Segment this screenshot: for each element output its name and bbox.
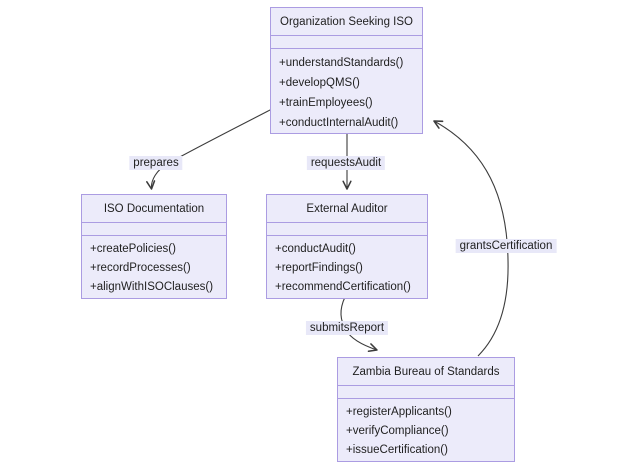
class-box-zambia-bureau-of-standards: Zambia Bureau of Standards +registerAppl… <box>337 357 515 462</box>
class-method: +createPolicies() <box>90 243 176 255</box>
class-method: +issueCertification() <box>346 444 448 456</box>
edge-label-submits-report: submitsReport <box>305 321 389 335</box>
class-box-iso-documentation: ISO Documentation +createPolicies() +rec… <box>81 194 227 299</box>
class-method: +registerApplicants() <box>346 406 452 418</box>
class-method: +trainEmployees() <box>279 97 373 109</box>
class-box-organization-seeking-iso: Organization Seeking ISO +understandStan… <box>270 7 423 134</box>
edge-prepares-arrow <box>146 108 273 190</box>
class-method: +conductInternalAudit() <box>279 117 399 129</box>
class-method: +recommendCertification() <box>275 281 411 293</box>
class-title: Organization Seeking ISO <box>271 8 422 36</box>
edge-grants-certification-arrow <box>433 120 509 357</box>
class-method: +recordProcesses() <box>90 262 191 274</box>
class-methods: +createPolicies() +recordProcesses() +al… <box>82 236 226 298</box>
class-method: +alignWithISOClauses() <box>90 281 214 293</box>
class-title: ISO Documentation <box>82 195 226 223</box>
class-title: Zambia Bureau of Standards <box>338 358 514 386</box>
class-title: External Auditor <box>267 195 427 223</box>
class-method: +verifyCompliance() <box>346 425 449 437</box>
class-attributes-empty <box>267 223 427 236</box>
class-attributes-empty <box>271 36 422 49</box>
class-method: +conductAudit() <box>275 243 356 255</box>
edge-label-grants-certification: grantsCertification <box>455 239 557 253</box>
class-attributes-empty <box>82 223 226 236</box>
class-method: +reportFindings() <box>275 262 363 274</box>
class-attributes-empty <box>338 386 514 399</box>
edge-label-requests-audit: requestsAudit <box>306 156 386 170</box>
class-methods: +understandStandards() +developQMS() +tr… <box>271 49 422 133</box>
edge-label-prepares: prepares <box>129 156 183 170</box>
class-method: +developQMS() <box>279 77 360 89</box>
class-method: +understandStandards() <box>279 57 404 69</box>
class-methods: +registerApplicants() +verifyCompliance(… <box>338 399 514 461</box>
class-box-external-auditor: External Auditor +conductAudit() +report… <box>266 194 428 299</box>
class-methods: +conductAudit() +reportFindings() +recom… <box>267 236 427 298</box>
